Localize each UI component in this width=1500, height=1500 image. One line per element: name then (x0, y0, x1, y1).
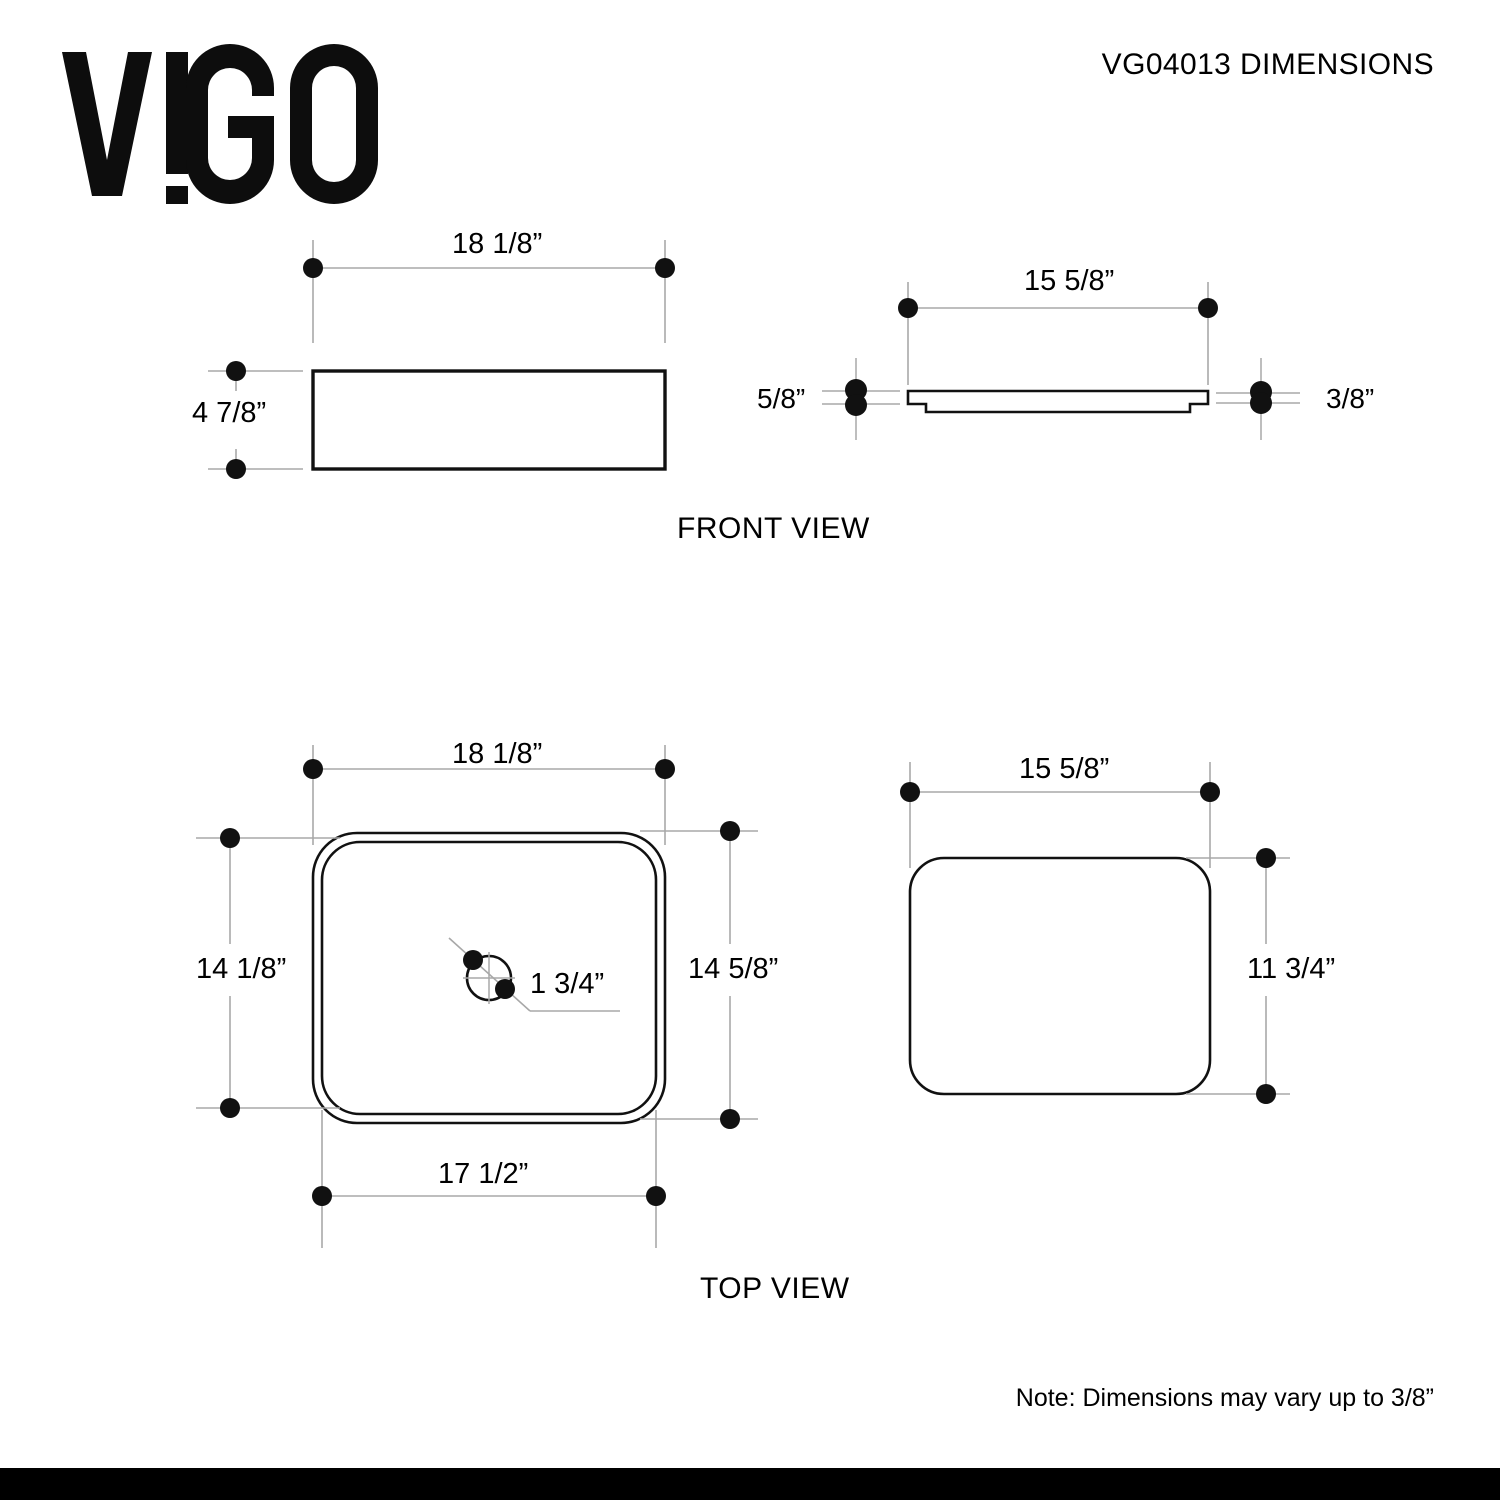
bottom-right-width-label: 15 5/8” (1019, 753, 1110, 785)
top-inner-width-label: 17 1/2” (438, 1158, 529, 1190)
side-left-thickness-dimension (822, 358, 900, 440)
side-section-profile (906, 389, 1210, 414)
front-height-label: 4 7/8” (192, 397, 267, 429)
top-view-caption: TOP VIEW (700, 1272, 850, 1305)
top-view-group (196, 745, 758, 1248)
drain-diameter-label: 1 3/4” (530, 968, 605, 1000)
front-view-caption: FRONT VIEW (677, 512, 870, 545)
side-left-thickness-label: 5/8” (757, 383, 806, 414)
bottom-right-height-dimension (1186, 848, 1290, 1104)
side-right-thickness-label: 3/8” (1326, 383, 1375, 414)
front-view-body (311, 369, 667, 471)
dimension-variance-note: Note: Dimensions may vary up to 3/8” (1015, 1384, 1434, 1412)
bottom-right-height-label: 11 3/4” (1247, 953, 1336, 985)
side-width-label: 15 5/8” (1024, 265, 1115, 297)
page-title: VG04013 DIMENSIONS (1101, 48, 1434, 81)
bottom-black-bar (0, 1468, 1500, 1500)
front-view-group (208, 240, 675, 479)
drain-leader-line (448, 937, 620, 1012)
front-height-dimension (208, 361, 303, 479)
bottom-right-view-group (900, 762, 1290, 1104)
top-outer-height-dimension (196, 828, 340, 1118)
top-view-outer-rim (311, 831, 667, 1125)
bottom-right-width-dimension (900, 762, 1220, 868)
top-outer-width-dimension (303, 745, 675, 845)
bottom-right-body (908, 856, 1212, 1096)
top-inner-height-dimension (640, 821, 758, 1129)
top-outer-width-label: 18 1/8” (452, 738, 543, 770)
vigo-logo (62, 44, 378, 204)
top-inner-width-dimension (312, 1110, 666, 1248)
side-section-view-group (822, 282, 1300, 440)
drain-hole (463, 952, 515, 1004)
side-width-dimension (898, 282, 1218, 385)
front-width-dimension (303, 240, 675, 343)
front-width-label: 18 1/8” (452, 228, 543, 260)
side-right-thickness-dimension (1216, 358, 1300, 440)
top-outer-height-label: 14 1/8” (196, 953, 287, 985)
top-inner-height-label: 14 5/8” (688, 953, 779, 985)
top-view-inner-basin (320, 840, 658, 1116)
